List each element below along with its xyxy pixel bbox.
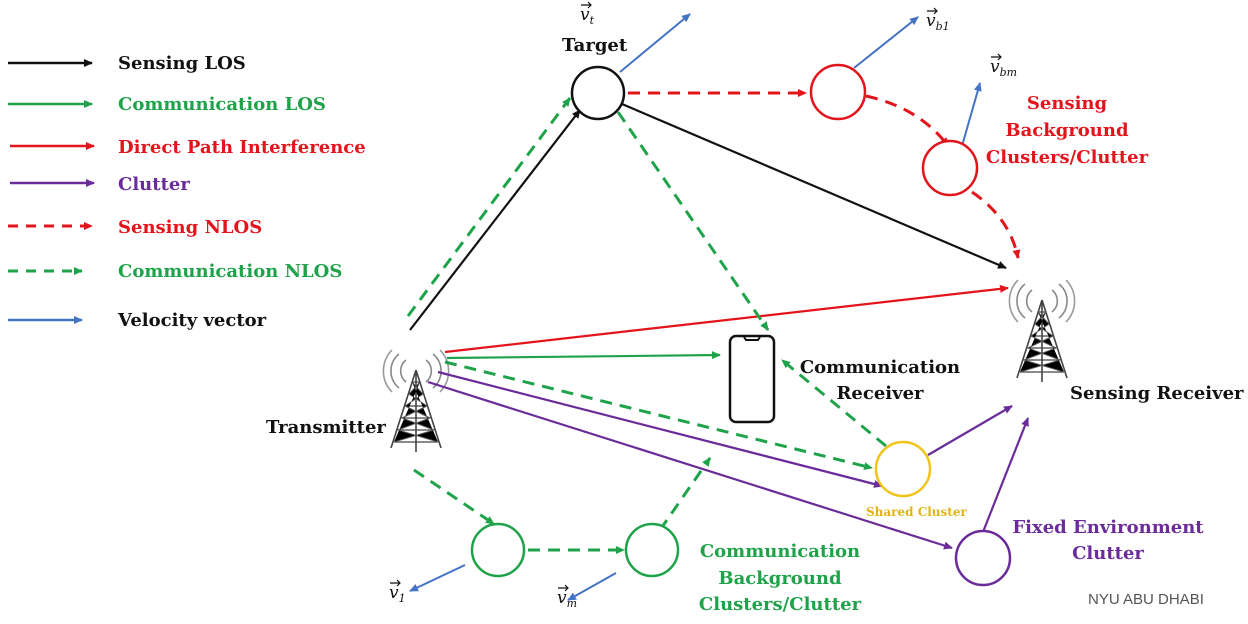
shared-cluster-label: Shared Cluster [866, 505, 967, 519]
legend-label: Communication NLOS [118, 261, 342, 282]
legend-label: Communication LOS [118, 94, 326, 115]
velocity-vector-bm [961, 82, 982, 147]
sensing-nlos-b1-bm [865, 94, 950, 147]
vm-sub: m [567, 597, 577, 610]
propagation-paths [406, 13, 1030, 601]
legend-item-sensing-nlos: Sensing NLOS [8, 217, 262, 238]
clutter-fixed-rx [981, 417, 1030, 533]
velocity-vector-b1 [853, 16, 919, 69]
phone-icon [728, 334, 776, 424]
legend-item-communication-los: Communication LOS [8, 94, 326, 115]
nodes [470, 63, 1012, 587]
velocity-vector-m [567, 572, 617, 601]
vbm-base: v [990, 57, 1000, 77]
legend-label: Sensing LOS [118, 53, 246, 74]
legend-item-velocity-vector: Velocity vector [8, 310, 267, 331]
svg-text:vb1: vb1 [926, 11, 950, 33]
v1-sub: 1 [399, 592, 406, 605]
sensing-bg-label-line3: Clusters/Clutter [986, 147, 1149, 168]
direct-path-interference [444, 284, 1009, 354]
comm-bg-label-line3: Clusters/Clutter [699, 594, 862, 615]
comm-nlos-shared-phone [781, 358, 887, 448]
sensing-bg-label-line1: Sensing [1027, 93, 1108, 114]
sensing-los-tx-target [409, 109, 581, 331]
clutter-tx-fixed [427, 380, 953, 550]
legend-item-communication-nlos: Communication NLOS [8, 261, 342, 282]
legend-item-sensing-los: Sensing LOS [8, 53, 246, 74]
svg-text:vt: vt [580, 5, 595, 27]
legend-label: Velocity vector [117, 310, 267, 331]
fixed-clutter-label-line2: Clutter [1072, 543, 1144, 564]
velocity-vector-1 [409, 564, 466, 592]
comm-bg-label-line2: Background [718, 568, 842, 589]
comm-receiver-label-line2: Receiver [836, 383, 924, 404]
velocity-label-vb1: vb1 [926, 7, 950, 33]
svg-text:vbm: vbm [990, 57, 1017, 79]
comm-bg-label-line1: Communication [700, 541, 860, 562]
velocity-label-vt: vt [580, 1, 595, 27]
velocity-vector-target [619, 13, 691, 73]
velocity-label-vm: vm [557, 584, 577, 610]
comm-receiver-label-line1: Communication [800, 357, 960, 378]
vt-base: v [580, 5, 590, 25]
fixed-clutter-label-line1: Fixed Environment [1012, 517, 1204, 538]
svg-text:v1: v1 [389, 583, 406, 605]
sensing-nlos-bm-rx [971, 190, 1021, 259]
comm-nlos-clusterm-phone [658, 457, 712, 531]
transmitter-tower-icon [382, 349, 450, 453]
sensing-receiver-tower-icon [1008, 279, 1076, 383]
vm-base: v [557, 588, 567, 608]
vb1-sub: b1 [936, 20, 950, 33]
sensing-los-target-rx [621, 102, 1007, 270]
legend: Sensing LOS Communication LOS Direct Pat… [8, 53, 366, 331]
comm-nlos-target-phone [616, 111, 770, 331]
transmitter-label: Transmitter [266, 417, 386, 438]
sensing-cluster-b1 [809, 63, 867, 121]
velocity-label-vbm: vbm [990, 53, 1017, 79]
vt-sub: t [590, 14, 595, 27]
svg-text:vm: vm [557, 588, 577, 610]
target-node [570, 65, 626, 121]
communication-los [446, 351, 721, 360]
legend-label: Clutter [118, 174, 190, 195]
sensing-cluster-bm [921, 139, 979, 197]
fixed-clutter-node [954, 529, 1012, 587]
comm-cluster-m [624, 522, 680, 578]
v1-base: v [389, 583, 399, 603]
vbm-sub: bm [1000, 66, 1017, 79]
watermark: NYU ABU DHABI [1088, 591, 1204, 608]
velocity-label-v1: v1 [389, 579, 406, 605]
clutter-tx-shared [437, 370, 883, 488]
sensing-bg-label-line2: Background [1005, 120, 1129, 141]
clutter-shared-rx [927, 405, 1013, 456]
comm-cluster-1 [470, 522, 526, 578]
legend-item-clutter: Clutter [10, 174, 190, 195]
comm-nlos-tx-shared [444, 360, 873, 470]
sensing-receiver-label: Sensing Receiver [1070, 383, 1244, 404]
target-label: Target [562, 35, 628, 56]
comm-nlos-tx-cluster1 [413, 468, 495, 526]
vb1-base: v [926, 11, 936, 31]
legend-label: Sensing NLOS [118, 217, 262, 238]
shared-cluster-node [874, 440, 932, 498]
legend-item-direct-path-interference: Direct Path Interference [10, 137, 366, 158]
legend-label: Direct Path Interference [118, 137, 366, 158]
comm-nlos-tx-target [406, 97, 572, 317]
